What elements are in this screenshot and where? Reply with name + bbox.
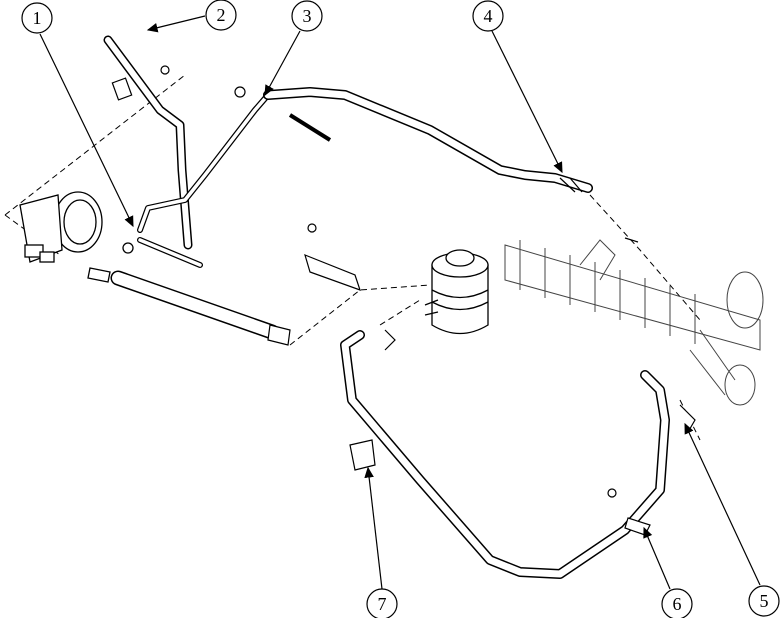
svg-text:5: 5 <box>760 591 769 611</box>
svg-text:3: 3 <box>303 6 312 26</box>
steering-rack <box>504 239 764 406</box>
svg-text:1: 1 <box>33 8 42 28</box>
hoses <box>103 35 670 579</box>
callout-4: 4 <box>472 0 504 32</box>
hardware <box>111 65 696 536</box>
callout-7: 7 <box>366 588 398 618</box>
svg-text:4: 4 <box>484 6 493 26</box>
svg-text:6: 6 <box>673 594 682 614</box>
svg-text:7: 7 <box>378 594 387 614</box>
callout-5: 5 <box>748 585 780 617</box>
leader-lines <box>39 15 761 590</box>
callout-6: 6 <box>661 588 693 618</box>
svg-text:2: 2 <box>217 5 226 25</box>
callout-3: 3 <box>291 0 323 32</box>
power-steering-pump <box>19 191 134 283</box>
callout-2: 2 <box>205 0 237 31</box>
callout-1: 1 <box>21 2 53 34</box>
fluid-reservoir <box>424 249 489 335</box>
